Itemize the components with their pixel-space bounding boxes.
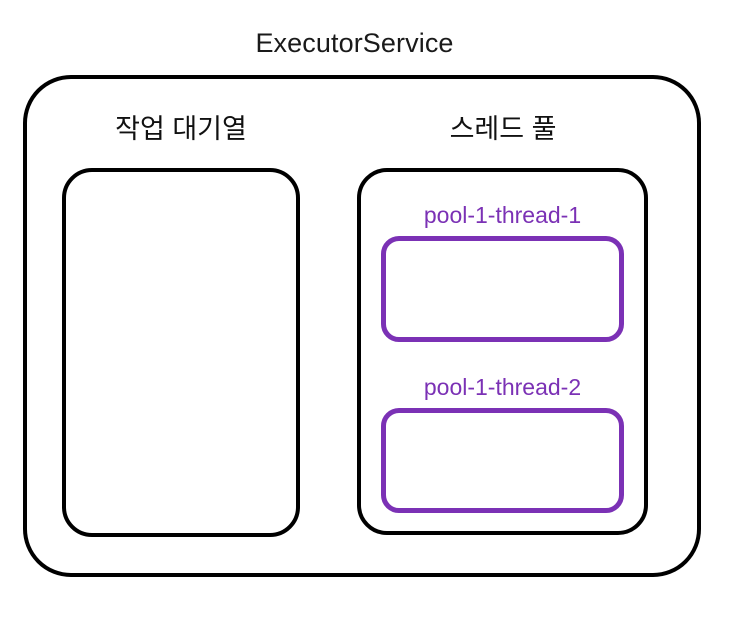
thread-name-pool-1-thread-1: pool-1-thread-1 [423,202,582,228]
thread-box-pool-1-thread-2 [381,408,624,513]
task-queue-box [62,168,300,537]
thread-name-pool-1-thread-2: pool-1-thread-2 [423,374,582,400]
diagram-title: ExecutorService [255,28,454,58]
thread-pool-label: 스레드 풀 [449,114,557,144]
task-queue-label: 작업 대기열 [115,114,247,144]
thread-box-pool-1-thread-1 [381,236,624,342]
